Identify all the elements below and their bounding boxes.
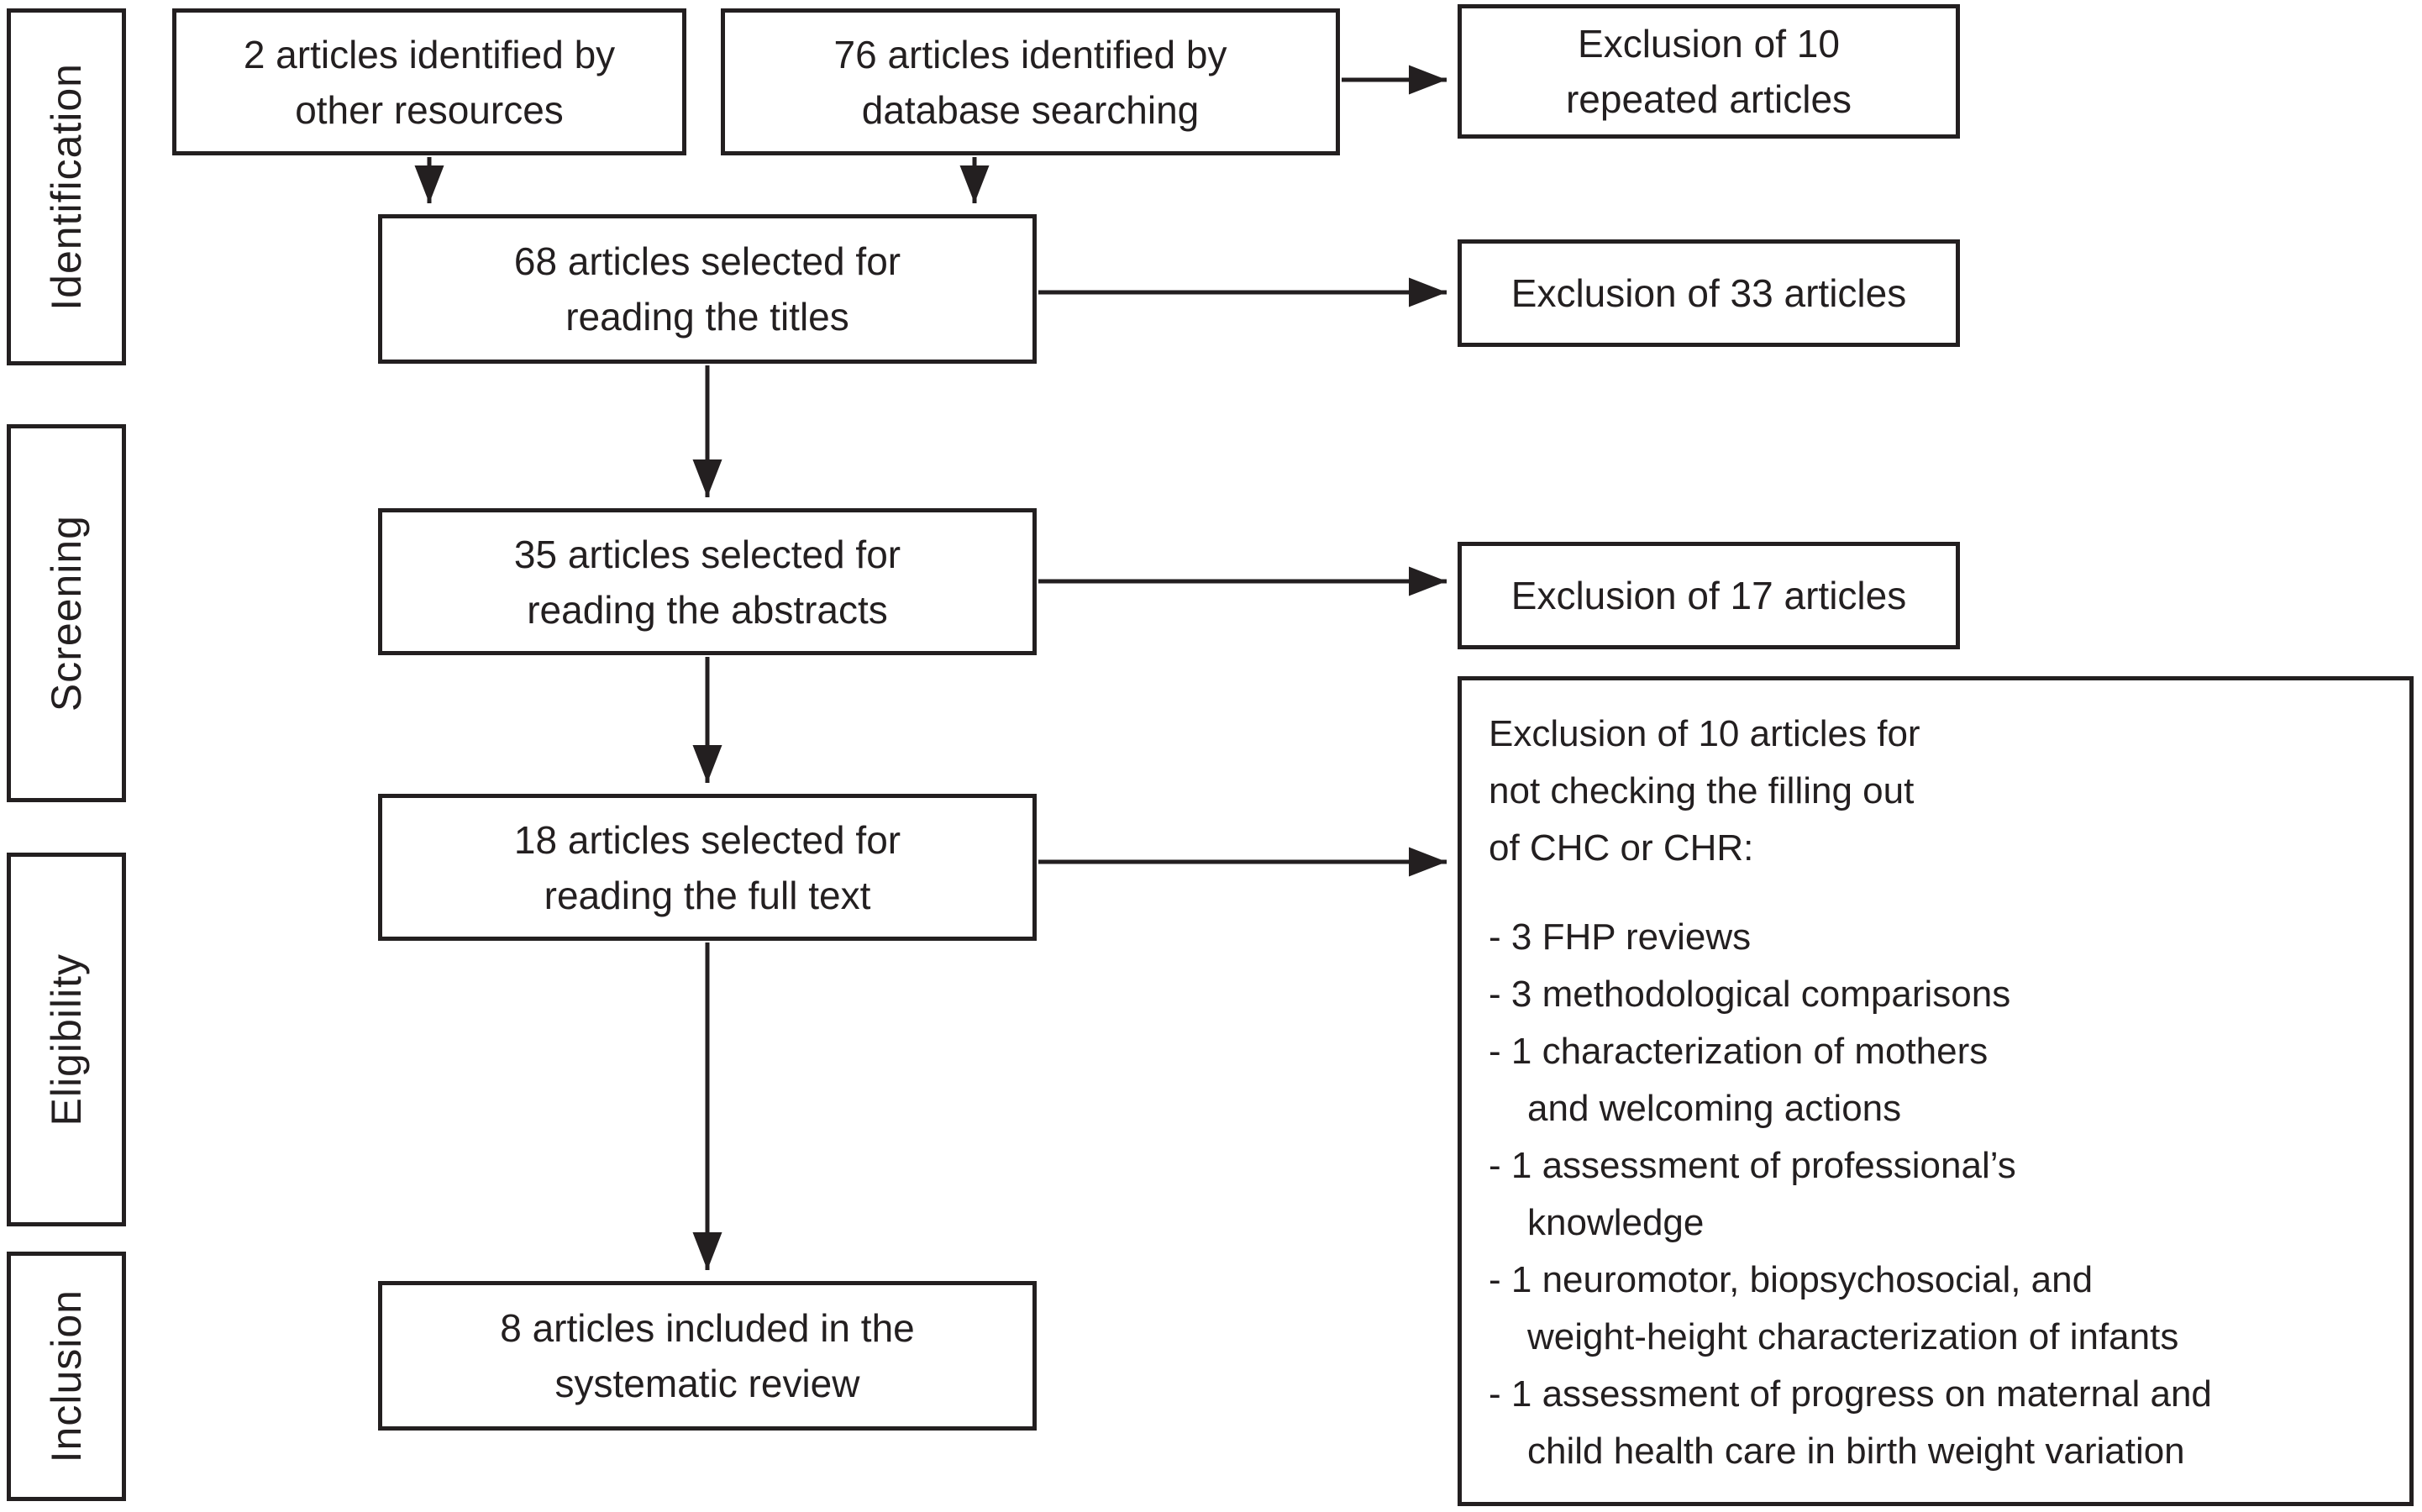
box-text-line: reading the full text: [544, 873, 871, 917]
box-text-line: database searching: [861, 87, 1200, 132]
stage-eligibility-label: Eligibility: [43, 953, 90, 1126]
exclusion-reason-continuation: and welcoming actions: [1527, 1088, 1902, 1129]
stage-eligibility: Eligibility: [7, 853, 126, 1226]
box-text-line: Exclusion of 17 articles: [1510, 574, 1907, 617]
box-text-line: Exclusion of 10: [1578, 22, 1840, 66]
box-selected-titles: 68 articles selected for reading the tit…: [378, 214, 1037, 364]
exclusion-intro-line: not checking the filling out: [1489, 770, 1915, 811]
exclusion-intro-line: Exclusion of 10 articles for: [1489, 713, 1920, 754]
box-exclusion-repeated: Exclusion of 10 repeated articles: [1458, 4, 1960, 139]
box-text-line: repeated articles: [1565, 77, 1852, 121]
box-selected-abstracts: 35 articles selected for reading the abs…: [378, 508, 1037, 655]
stage-identification: Identification: [7, 8, 126, 365]
box-text-line: 8 articles included in the: [500, 1306, 915, 1350]
box-exclusion-33: Exclusion of 33 articles: [1458, 239, 1960, 347]
exclusion-reason-line: - 1 characterization of mothers: [1489, 1031, 1989, 1072]
exclusion-reason-continuation: child health care in birth weight variat…: [1527, 1431, 2185, 1472]
box-exclusion-full-text-details: Exclusion of 10 articles for not checkin…: [1458, 676, 2414, 1506]
exclusion-reason-line: - 1 neuromotor, biopsychosocial, and: [1489, 1259, 2094, 1300]
box-text-line: reading the titles: [565, 295, 849, 339]
box-text-line: other resources: [295, 87, 564, 132]
box-text-line: 76 articles identified by: [833, 32, 1227, 76]
exclusion-reason-line: - 3 methodological comparisons: [1489, 974, 2011, 1015]
box-text-line: Exclusion of 33 articles: [1510, 271, 1907, 315]
stage-screening: Screening: [7, 424, 126, 802]
box-selected-full-text: 18 articles selected for reading the ful…: [378, 794, 1037, 941]
stage-identification-label: Identification: [43, 63, 90, 311]
box-identified-other-resources: 2 articles identified by other resources: [172, 8, 686, 155]
exclusion-reason-line: - 1 assessment of progress on maternal a…: [1489, 1373, 2212, 1415]
stage-inclusion-label: Inclusion: [43, 1289, 90, 1463]
box-text-line: 68 articles selected for: [513, 239, 901, 283]
exclusion-reason-line: - 1 assessment of professional’s: [1489, 1145, 2016, 1186]
exclusion-reason-continuation: knowledge: [1527, 1202, 1705, 1243]
box-text-line: 18 articles selected for: [513, 817, 901, 862]
box-text-line: reading the abstracts: [527, 587, 888, 632]
exclusion-intro-line: of CHC or CHR:: [1489, 827, 1754, 869]
exclusion-reason-continuation: weight-height characterization of infant…: [1527, 1316, 2179, 1357]
stage-screening-label: Screening: [43, 514, 90, 712]
box-included-systematic-review: 8 articles included in the systematic re…: [378, 1281, 1037, 1431]
stage-inclusion: Inclusion: [7, 1252, 126, 1501]
box-text-line: 2 articles identified by: [243, 32, 616, 76]
box-text-line: 35 articles selected for: [513, 532, 901, 576]
box-text-line: systematic review: [554, 1362, 860, 1405]
exclusion-reason-line: - 3 FHP reviews: [1489, 916, 1752, 958]
box-identified-database-searching: 76 articles identified by database searc…: [721, 8, 1340, 155]
box-exclusion-17: Exclusion of 17 articles: [1458, 542, 1960, 649]
